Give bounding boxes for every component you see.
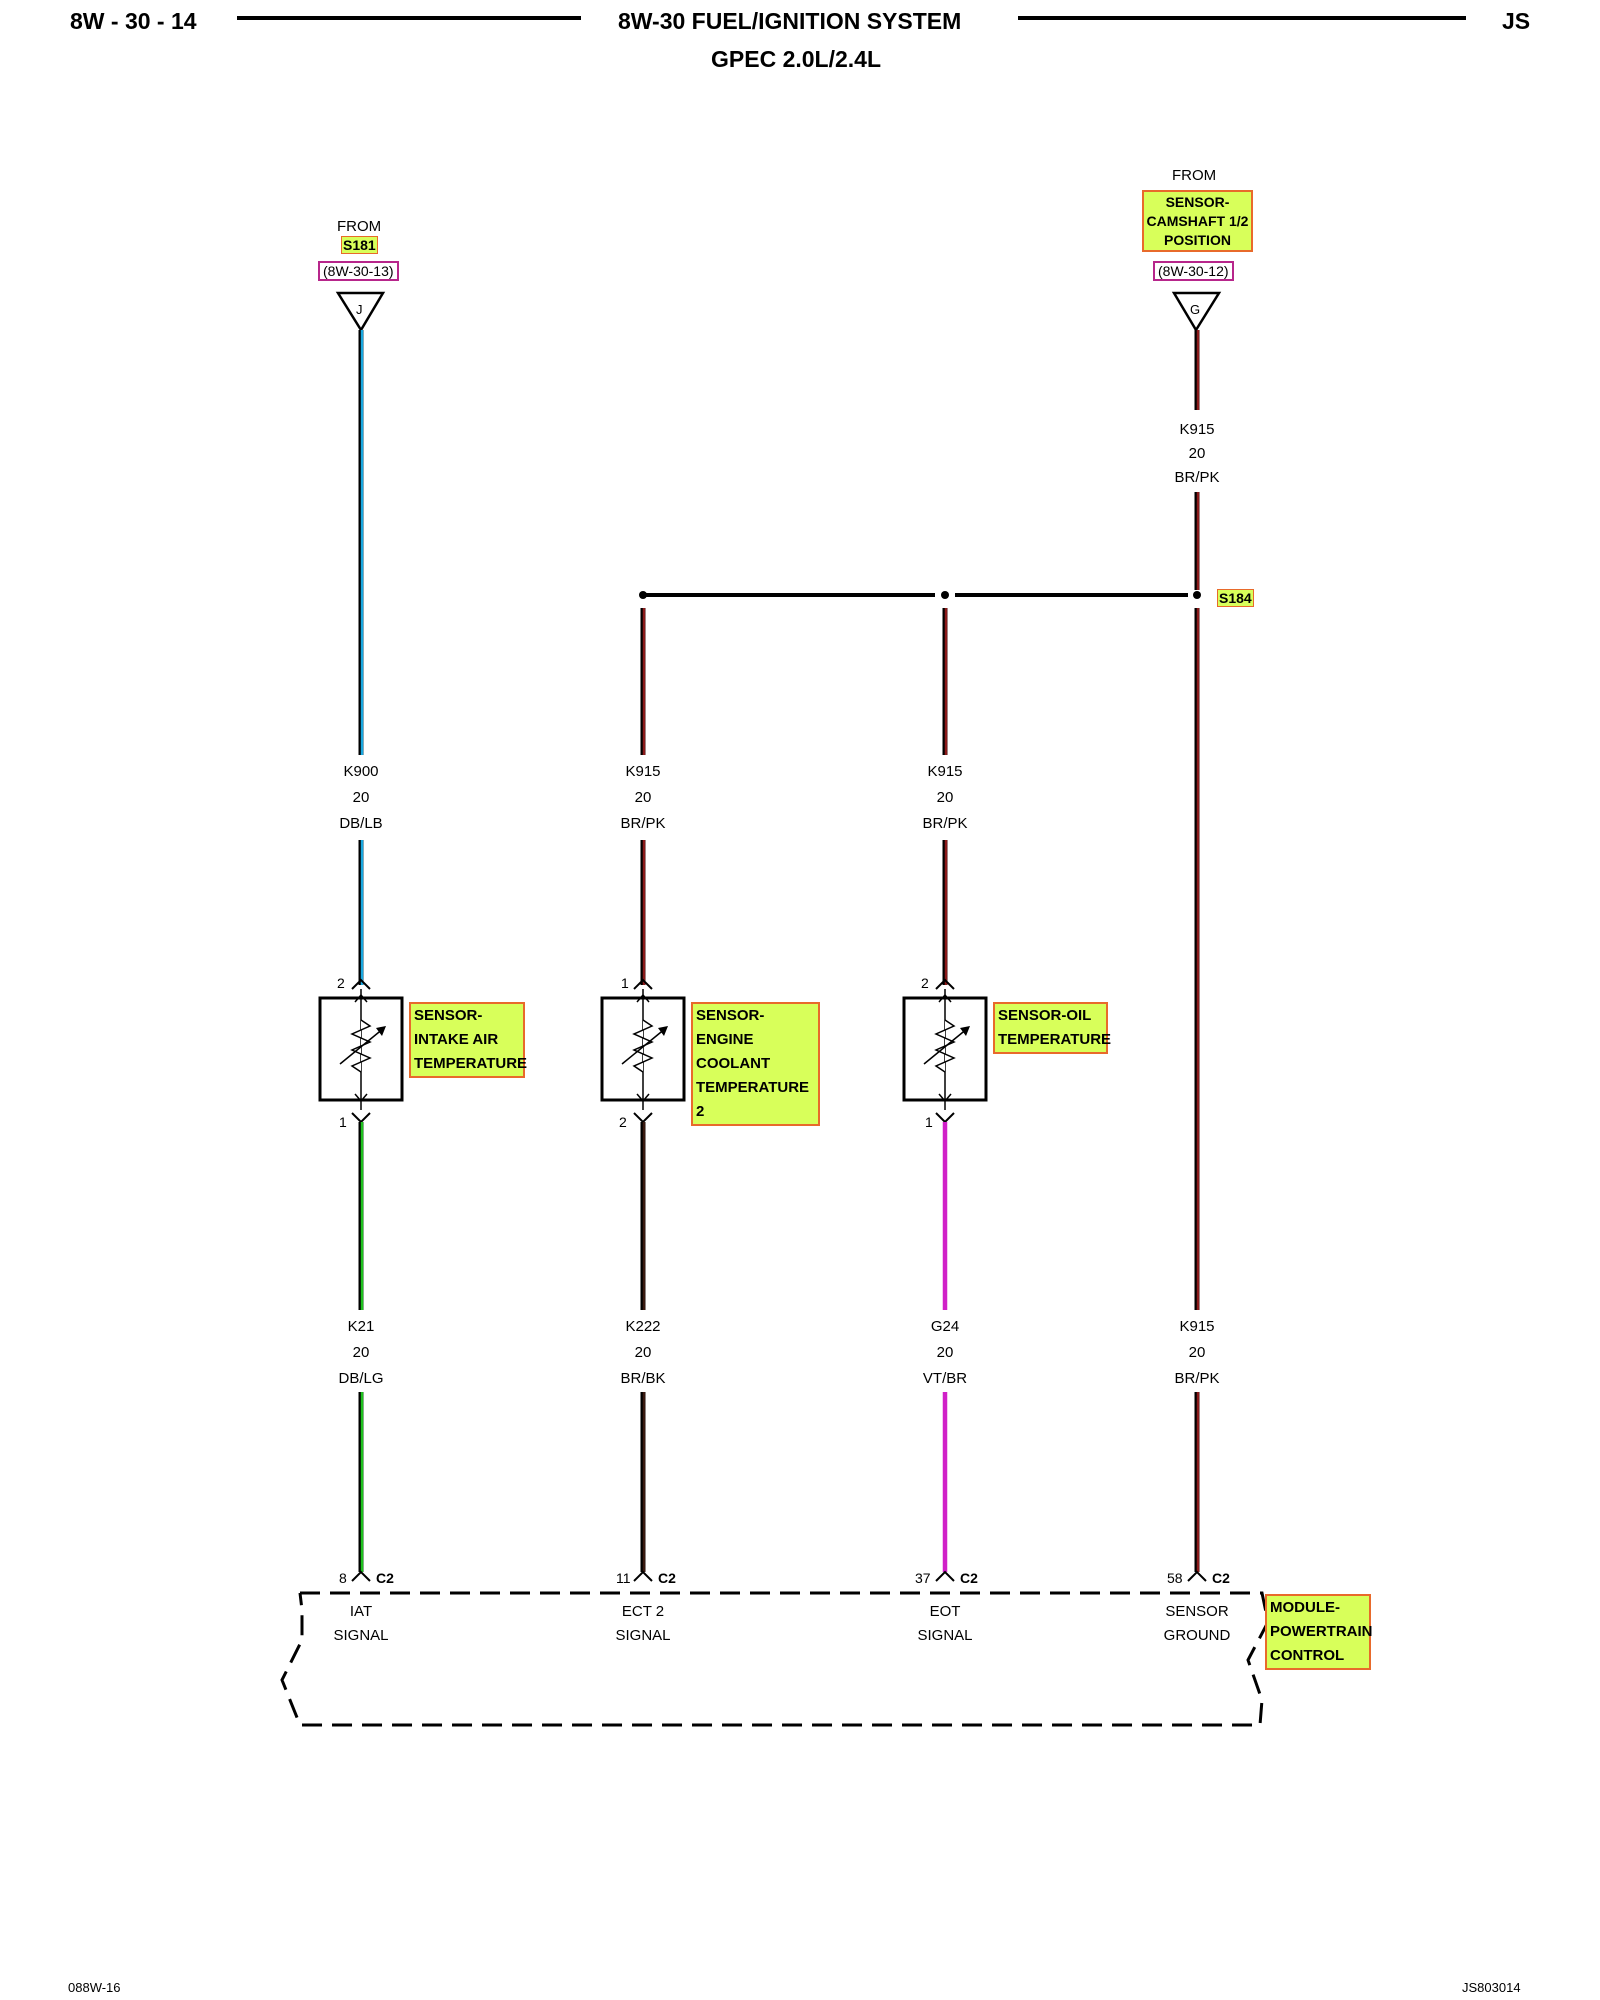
sensor-ect-symbol: [600, 989, 686, 1110]
wire-g24-color-code: VT/BR: [922, 1370, 968, 1387]
wire-cam-gauge: 20: [1188, 445, 1206, 462]
component-camshaft-sensor: SENSOR-CAMSHAFT 1/2 POSITION: [1142, 190, 1253, 252]
wire-k900-gauge: 20: [352, 789, 370, 806]
wire-k222-circuit: K222: [625, 1318, 661, 1335]
module-outline: [280, 1591, 1270, 1727]
module-sensor-label: SENSOR: [1165, 1603, 1229, 1620]
module-ect2-signal-label: SIGNAL: [615, 1627, 671, 1644]
splice-node-eot: [941, 591, 949, 599]
page-reference: 8W - 30 - 14: [70, 8, 197, 34]
wire-g24-circuit: G24: [930, 1318, 960, 1335]
wire-g24-gauge: 20: [936, 1344, 954, 1361]
pin-iat-top: [351, 978, 371, 990]
wire-cam-circuit: K915: [1179, 421, 1215, 438]
sensor-eot-symbol: [902, 989, 988, 1110]
pin-iat-bottom: [351, 1112, 371, 1124]
wire-eot-gauge: 20: [936, 789, 954, 806]
model-code: JS: [1502, 8, 1531, 34]
wire-eot-circuit: K915: [927, 763, 963, 780]
iat-pin-top-number: 2: [337, 975, 345, 991]
ref-8w-30-12[interactable]: (8W-30-12): [1153, 261, 1234, 281]
from-label-s181: FROM: [337, 218, 382, 235]
header-rule-right: [1018, 16, 1466, 20]
module-pin-58-number: 58: [1167, 1570, 1183, 1586]
connector-j-triangle: [335, 291, 386, 333]
footer-right-code: JS803014: [1462, 1980, 1521, 1995]
footer-left-code: 088W-16: [68, 1980, 121, 1995]
connector-j-letter: J: [356, 302, 363, 317]
connector-g-triangle: [1171, 291, 1222, 333]
splice-node-ect: [639, 591, 647, 599]
splice-s184-label: S184: [1217, 589, 1254, 607]
wire-k900-circuit: K900: [343, 763, 379, 780]
module-pin-8-connector: C2: [376, 1570, 394, 1586]
wire-k21-gauge: 20: [352, 1344, 370, 1361]
iat-pin-bottom-number: 1: [339, 1114, 347, 1130]
splice-node-s184: [1193, 591, 1201, 599]
pin-module-37: [935, 1570, 955, 1582]
page-title: 8W-30 FUEL/IGNITION SYSTEM: [618, 8, 962, 34]
ect-pin-top-number: 1: [621, 975, 629, 991]
connector-g-letter: G: [1190, 302, 1201, 317]
module-pin-8-number: 8: [339, 1570, 347, 1586]
ref-8w-30-13[interactable]: (8W-30-13): [318, 261, 399, 281]
module-eot-signal-label: SIGNAL: [917, 1627, 973, 1644]
page-subtitle: GPEC 2.0L/2.4L: [711, 46, 882, 72]
wire-ect-circuit: K915: [625, 763, 661, 780]
wire-eot-color-code: BR/PK: [922, 815, 968, 832]
module-ground-label: GROUND: [1163, 1627, 1231, 1644]
wire-cam-color-code: BR/PK: [1174, 469, 1220, 486]
pin-module-8: [351, 1570, 371, 1582]
module-pin-37-connector: C2: [960, 1570, 978, 1586]
module-iat-label: IAT: [349, 1603, 373, 1620]
eot-pin-bottom-number: 1: [925, 1114, 933, 1130]
pin-ect-bottom: [633, 1112, 653, 1124]
component-engine-coolant-temp-sensor: SENSOR-ENGINE COOLANT TEMPERATURE 2: [691, 1002, 820, 1126]
module-iat-signal-label: SIGNAL: [333, 1627, 389, 1644]
wire-ect-gauge: 20: [634, 789, 652, 806]
pin-eot-top: [935, 978, 955, 990]
module-eot-label: EOT: [929, 1603, 961, 1620]
pin-module-11: [633, 1570, 653, 1582]
pin-eot-bottom: [935, 1112, 955, 1124]
wire-k21-circuit: K21: [347, 1318, 375, 1335]
component-intake-air-temp-sensor: SENSOR-INTAKE AIR TEMPERATURE: [409, 1002, 527, 1078]
header-rule-left: [237, 16, 581, 20]
module-pin-37-number: 37: [915, 1570, 931, 1586]
wire-k222-color-code: BR/BK: [620, 1370, 666, 1387]
pin-ect-top: [633, 978, 653, 990]
module-ect2-label: ECT 2: [621, 1603, 665, 1620]
module-pin-11-connector: C2: [658, 1570, 676, 1586]
wire-k915-bottom-gauge: 20: [1188, 1344, 1206, 1361]
splice-s181-label: S181: [341, 236, 378, 254]
ect-pin-bottom-number: 2: [619, 1114, 627, 1130]
module-pin-58-connector: C2: [1212, 1570, 1230, 1586]
wire-k21-color-code: DB/LG: [338, 1370, 384, 1387]
component-oil-temp-sensor: SENSOR-OIL TEMPERATURE: [993, 1002, 1111, 1054]
wire-k222-gauge: 20: [634, 1344, 652, 1361]
eot-pin-top-number: 2: [921, 975, 929, 991]
wire-ect-color-code: BR/PK: [620, 815, 666, 832]
wire-k915-bottom-circuit: K915: [1179, 1318, 1215, 1335]
wire-k915-bottom-color-code: BR/PK: [1174, 1370, 1220, 1387]
component-powertrain-control-module: MODULE-POWERTRAIN CONTROL: [1265, 1594, 1373, 1670]
from-label-cam: FROM: [1172, 167, 1217, 184]
module-pin-11-number: 11: [616, 1570, 631, 1586]
sensor-iat-symbol: [318, 989, 404, 1110]
wire-k900-color-code: DB/LB: [339, 815, 383, 832]
pin-module-58: [1187, 1570, 1207, 1582]
